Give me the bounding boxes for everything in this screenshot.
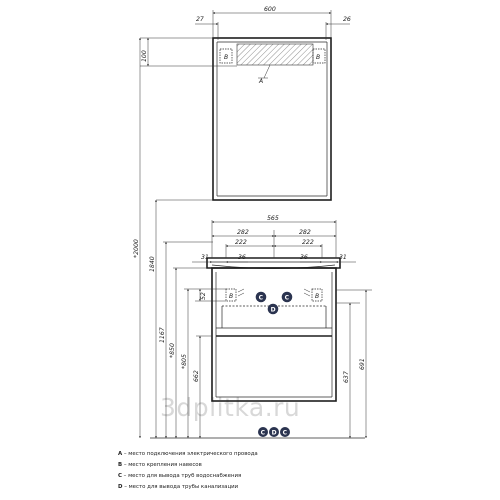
water-outlet-left xyxy=(255,291,267,303)
cabinet-marker-b-left: B xyxy=(229,293,233,300)
dim-600: 600 xyxy=(264,6,276,13)
svg-text:D: D xyxy=(271,306,276,313)
marker-a: A xyxy=(258,78,263,85)
marker-b-left: B xyxy=(224,54,228,61)
dim-222-right: 222 xyxy=(302,239,314,246)
legend-item-c: C – место для вывода труб водоснабжения xyxy=(118,473,241,479)
floor-outlets: C D C xyxy=(258,427,290,437)
vanity-cabinet: B B xyxy=(206,257,341,402)
dim-31-left: 31 xyxy=(201,254,209,261)
basin-top xyxy=(206,257,341,269)
dim-31-right: 31 xyxy=(339,254,347,261)
dim-222-left: 222 xyxy=(235,239,247,246)
pipe-outlets: C C D xyxy=(255,291,293,315)
floor-water-right xyxy=(280,427,290,437)
floor-drain xyxy=(269,427,279,437)
dim-637: 637 xyxy=(343,371,350,383)
mirror-top-dimensions: 600 27 26 xyxy=(195,6,351,40)
legend-item-d: D – место для вывода трубы канализации xyxy=(118,484,239,490)
right-vertical-dimensions: 637 691 xyxy=(336,289,372,439)
dim-36-right: 36 xyxy=(300,254,308,261)
dim-1167: 1167 xyxy=(159,327,166,343)
svg-text:C: C xyxy=(285,294,290,301)
cabinet-marker-b-right: B xyxy=(315,293,319,300)
legend: A – место подключения электрического про… xyxy=(118,451,258,490)
dim-282-left: 282 xyxy=(237,229,249,236)
svg-text:C: C xyxy=(259,294,264,301)
drain-outlet xyxy=(267,303,279,315)
dim-36-left: 36 xyxy=(238,254,246,261)
dim-662: 662 xyxy=(193,370,200,382)
dim-1840: 1840 xyxy=(149,256,156,272)
water-outlet-right xyxy=(281,291,293,303)
hatched-area-a xyxy=(236,43,314,66)
dim-27: 27 xyxy=(196,16,204,23)
left-vertical-dimensions: *2000 1840 1167 *850 *805 662 xyxy=(133,37,213,439)
legend-item-b: B – место крепления навесов xyxy=(118,462,202,468)
mirror: B B A xyxy=(212,37,332,201)
svg-text:C: C xyxy=(283,429,288,436)
floor-water-left xyxy=(258,427,268,437)
dim-691: 691 xyxy=(359,358,366,370)
dim-26: 26 xyxy=(343,16,351,23)
svg-text:C: C xyxy=(261,429,266,436)
dim-282-right: 282 xyxy=(299,229,311,236)
dim-52: 52 xyxy=(200,292,207,300)
mirror-left-dimensions: 100 xyxy=(140,37,237,67)
mirror-frame xyxy=(212,37,332,201)
watermark: 3dplitka.ru xyxy=(160,393,300,422)
marker-b-right: B xyxy=(316,54,320,61)
dim-100: 100 xyxy=(141,50,148,62)
dim-2000: *2000 xyxy=(133,239,140,258)
svg-text:D: D xyxy=(272,429,277,436)
dim-850: *850 xyxy=(169,343,176,358)
legend-item-a: A – место подключения электрического про… xyxy=(118,451,258,457)
dim-805: *805 xyxy=(181,354,188,369)
cabinet-top-dimensions: 565 282 282 222 222 31 36 36 31 52 xyxy=(192,215,356,302)
dim-565: 565 xyxy=(267,215,279,222)
cabinet-body xyxy=(211,267,337,402)
